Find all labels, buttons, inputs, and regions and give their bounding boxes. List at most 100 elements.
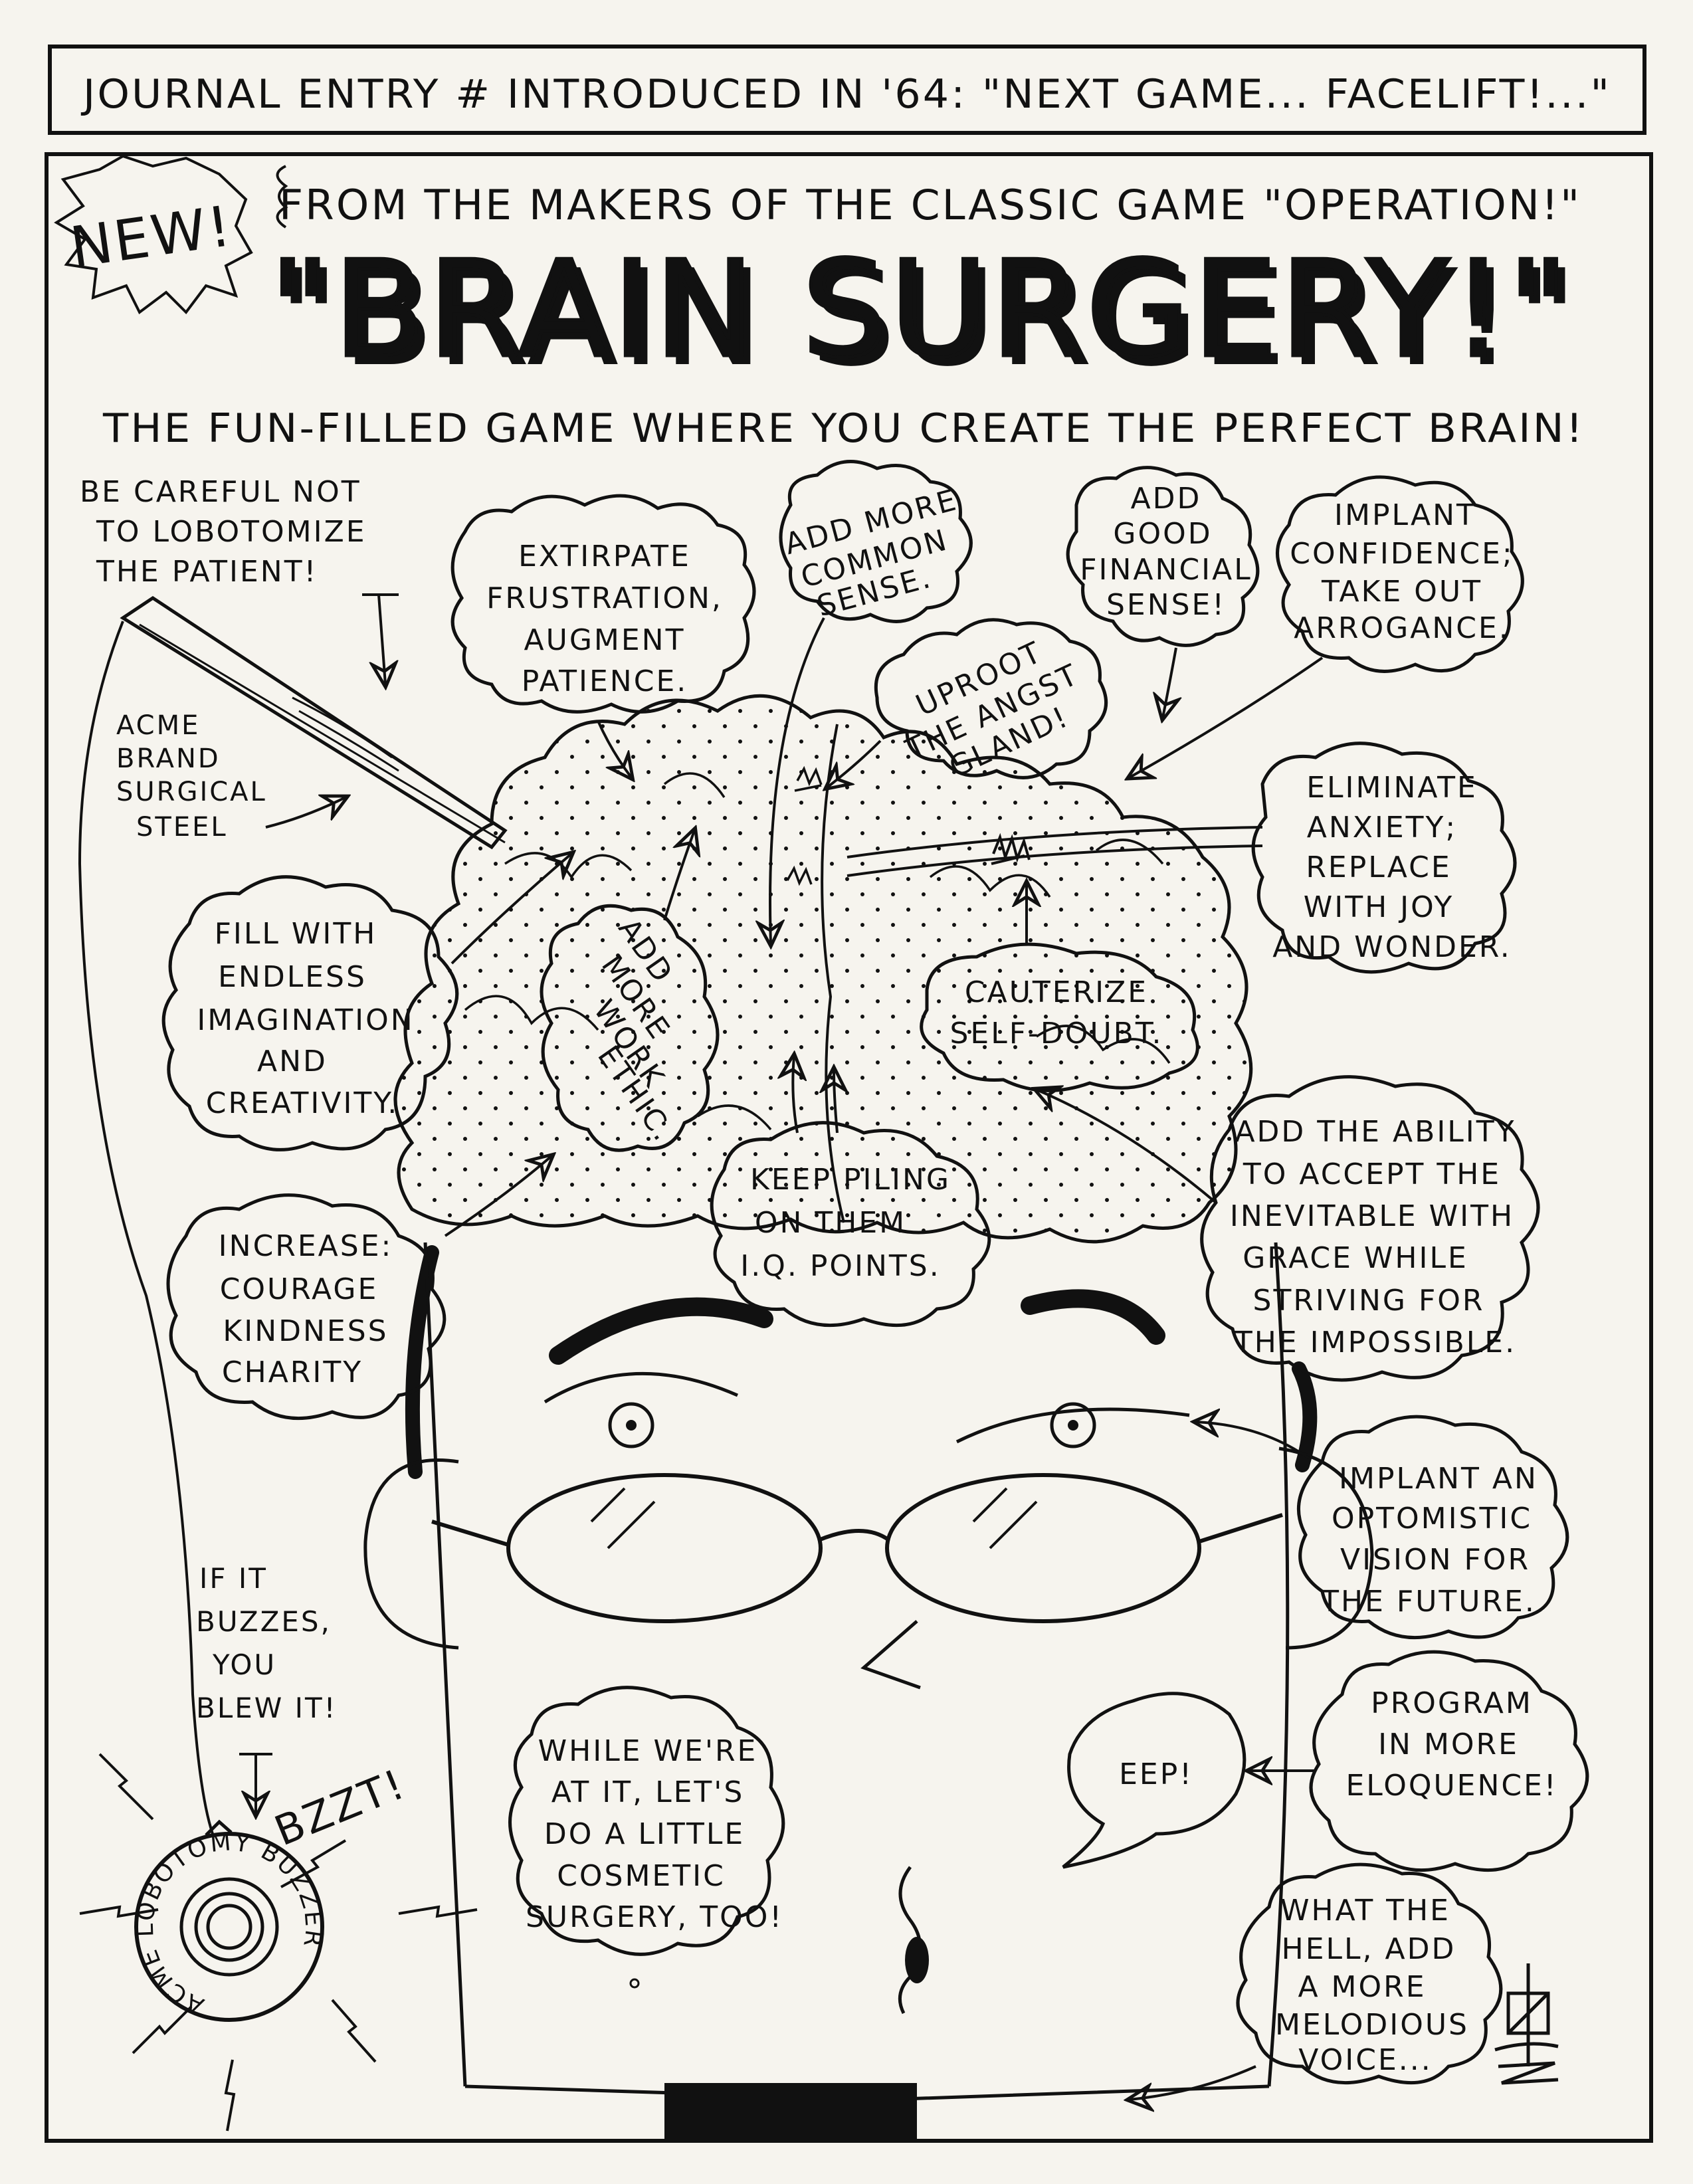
bubble-line: FINANCIAL [1080, 553, 1252, 587]
brain [393, 694, 1263, 1244]
note-line: YOU [212, 1648, 276, 1681]
shirt [664, 2083, 917, 2139]
bubble-confidence: IMPLANT CONFIDENCE; TAKE OUT ARROGANCE. [1130, 475, 1524, 777]
note-line: BRAND [116, 744, 221, 774]
eyelid-left [544, 1371, 739, 1404]
bubble-outline [1276, 475, 1524, 673]
bubble-line: MELODIOUS [1275, 2008, 1469, 2042]
note-buzz-warning: IF IT BUZZES, YOU BLEW IT! [196, 1562, 338, 1814]
brain-incision [847, 826, 1263, 858]
brain-outline [393, 694, 1253, 1244]
bubble-line: CAUTERIZE [965, 975, 1148, 1009]
new-starburst [54, 154, 253, 315]
eye-right [1050, 1402, 1096, 1448]
note-line: THE PATIENT! [96, 555, 318, 589]
bubble-outline [1062, 1692, 1246, 1869]
note-line: BLEW IT! [196, 1692, 338, 1724]
bubble-line: THE IMPOSSIBLE. [1234, 1326, 1516, 1359]
glasses-lens-left [506, 1473, 823, 1623]
from-line: FROM THE MAKERS OF THE CLASSIC GAME "OPE… [279, 181, 1581, 229]
artist-signature [1494, 1963, 1559, 2085]
bubble-line: AUGMENT [524, 623, 686, 657]
scribble-mark [786, 865, 813, 886]
bubble-arrow [834, 1070, 837, 1134]
bubble-line: INEVITABLE WITH [1230, 1199, 1514, 1233]
brain-fold [697, 1104, 772, 1131]
bubble-outline [1309, 1650, 1589, 1872]
bubble-line: GRACE WHILE [1243, 1241, 1468, 1275]
note-careful: BE CAREFUL NOT TO LOBOTOMIZE THE PATIENT… [80, 475, 399, 684]
bubble-cosmetic: WHILE WE'RE AT IT, LET'S DO A LITTLE COS… [508, 1686, 785, 1989]
bubble-line: VISION FOR [1340, 1543, 1530, 1577]
bubble-common-sense: ADD MORE COMMON SENSE. [770, 460, 973, 943]
bubble-self-doubt: CAUTERIZE SELF-DOUBT. [920, 884, 1199, 1092]
bubble-line: GOOD [1113, 517, 1212, 551]
brain-fold [663, 772, 726, 798]
bubble-line: IMPLANT [1334, 498, 1476, 532]
bubble-line: CREATIVITY. [206, 1086, 399, 1120]
bubble-outline [540, 904, 720, 1152]
bubble-outline [161, 875, 459, 1151]
note-line: IF IT [199, 1562, 268, 1595]
bubble-line: PATIENCE. [522, 664, 688, 698]
bubble-line: HELL, ADD [1282, 1932, 1456, 1966]
bubble-arrow [444, 1156, 551, 1237]
ear-right [1278, 1446, 1374, 1650]
tagline: THE FUN-FILLED GAME WHERE YOU CREATE THE… [102, 405, 1585, 452]
bubble-line: SELF-DOUBT. [950, 1017, 1163, 1050]
lightning-bolt [280, 1839, 347, 1888]
bubble-outline [779, 460, 973, 623]
bubble-line: KEEP PILING [750, 1163, 951, 1197]
glasses-arm-left [431, 1520, 509, 1547]
eep-text: EEP! [1119, 1757, 1193, 1791]
scribble-mark [794, 765, 823, 792]
bubble-outline [1066, 466, 1260, 647]
bubble-line: ENDLESS [218, 960, 367, 994]
lightning-bolt [132, 2005, 193, 2054]
bubble-outline [508, 1686, 785, 1956]
bubble-line: CONFIDENCE; [1290, 537, 1514, 571]
eyebrow-left [549, 1297, 773, 1365]
game-title-shadow: "BRAIN SURGERY!" [278, 241, 1580, 396]
ear-left [363, 1458, 459, 1650]
brain-fold [1095, 839, 1164, 865]
bubble-extirpate: EXTIRPATE FRUSTRATION, AUGMENT PATIENCE. [450, 494, 756, 777]
buzz-sound: BZZT! [268, 1759, 413, 1856]
bubble-arrow [1130, 656, 1324, 777]
bubble-vision: IMPLANT AN OPTOMISTIC VISION FOR THE FUT… [1196, 1417, 1569, 1640]
pupil-left [626, 1420, 637, 1431]
bubble-outline [710, 1121, 991, 1328]
note-line: ACME [116, 710, 200, 741]
bubble-line: WITH JOY [1304, 890, 1454, 924]
bubble-outline [920, 942, 1199, 1092]
note-arrow [265, 797, 346, 829]
bubble-arrow [793, 1056, 797, 1134]
bubble-tail-dot [629, 1978, 640, 1989]
bubble-line: ON THEM [755, 1206, 906, 1240]
bubble-line: AND WONDER. [1272, 930, 1512, 964]
bubble-arrow [663, 831, 694, 921]
new-badge: NEW! [66, 193, 237, 280]
lightning-bolt [98, 1753, 154, 1821]
hair-right [1292, 1361, 1318, 1472]
bubble-line: KINDNESS [223, 1314, 388, 1348]
bubble-voice: WHAT THE HELL, ADD A MORE MELODIOUS VOIC… [1130, 1862, 1503, 2100]
bubble-line: SENSE! [1106, 588, 1226, 622]
bubble-line: ADD [1131, 482, 1202, 516]
bubble-line: EXTIRPATE [518, 540, 691, 573]
bubble-line: DO A LITTLE [544, 1817, 745, 1851]
note-line: SURGICAL [116, 777, 267, 807]
bubble-line: A MORE [1298, 1970, 1426, 2004]
bubble-line: CHARITY [222, 1355, 363, 1389]
head-outline [423, 1242, 1290, 2087]
bubble-financial: ADD GOOD FINANCIAL SENSE! [1066, 466, 1260, 718]
bubble-anxiety: ELIMINATE ANXIETY; REPLACE WITH JOY AND … [1251, 742, 1517, 974]
lens-glare [590, 1487, 656, 1549]
glasses-arm-right [1199, 1513, 1283, 1543]
bubble-line: THE FUTURE. [1320, 1585, 1536, 1619]
bubble-arrow [1163, 647, 1176, 718]
bubble-line: SURGERY, TOO! [526, 1900, 783, 1934]
glasses-bridge [817, 1529, 890, 1542]
eyelid-right [955, 1407, 1190, 1444]
bubble-line: STRIVING FOR [1253, 1284, 1485, 1318]
